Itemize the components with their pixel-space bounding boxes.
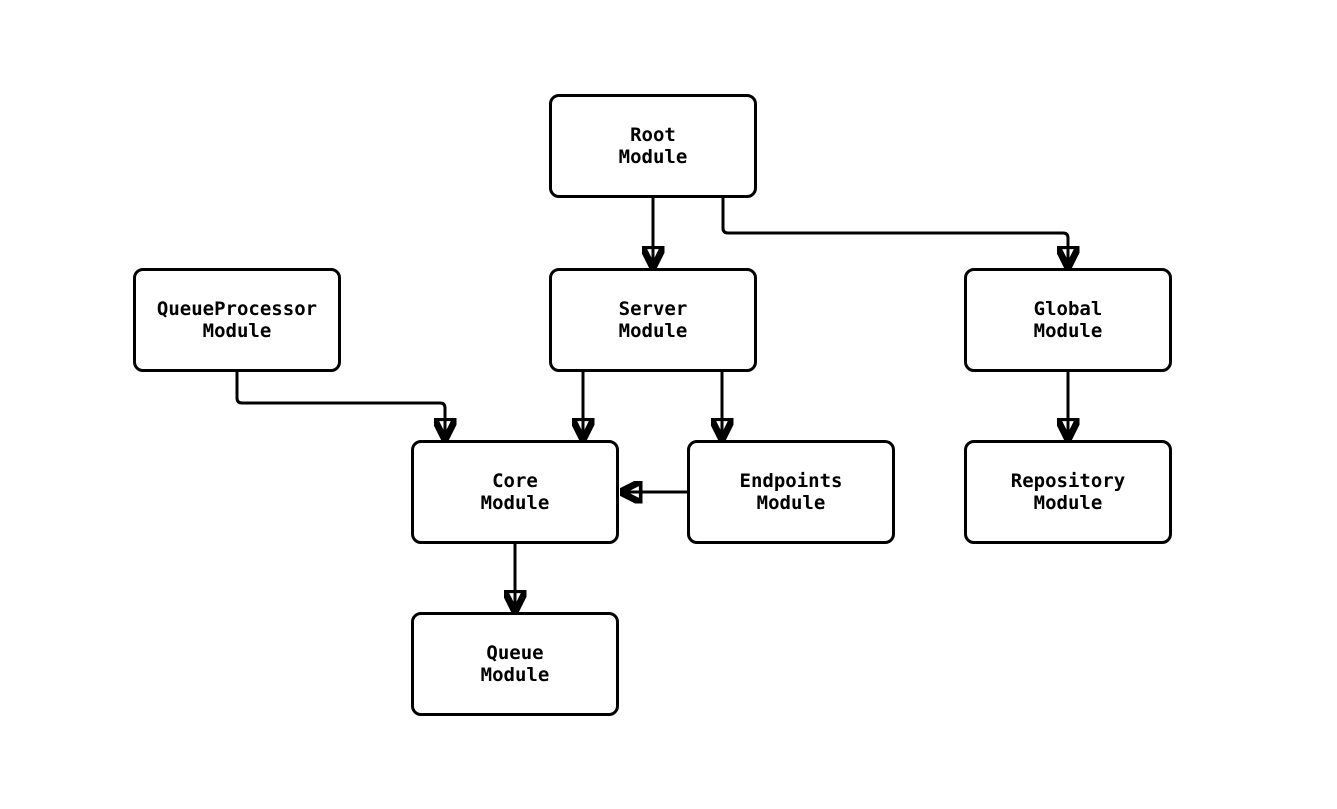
node-endpoints-module: Endpoints Module — [687, 440, 895, 544]
edge-root-to-global — [721, 198, 1068, 266]
node-endpoints-module-label: Endpoints Module — [739, 470, 843, 514]
node-repository-module-label: Repository Module — [1010, 470, 1126, 514]
node-server-module-label: Server Module — [618, 298, 688, 342]
node-core-module-label: Core Module — [480, 470, 550, 514]
node-root-module: Root Module — [549, 94, 757, 198]
node-global-module-label: Global Module — [1033, 298, 1103, 342]
node-root-module-label: Root Module — [618, 124, 688, 168]
edge-queue-processor-to-core — [235, 372, 445, 438]
node-queue-module-label: Queue Module — [480, 642, 550, 686]
node-queue-module: Queue Module — [411, 612, 619, 716]
node-queue-processor-module-label: QueueProcessor Module — [156, 298, 318, 342]
node-server-module: Server Module — [549, 268, 757, 372]
node-core-module: Core Module — [411, 440, 619, 544]
node-queue-processor-module: QueueProcessor Module — [133, 268, 341, 372]
node-global-module: Global Module — [964, 268, 1172, 372]
node-repository-module: Repository Module — [964, 440, 1172, 544]
